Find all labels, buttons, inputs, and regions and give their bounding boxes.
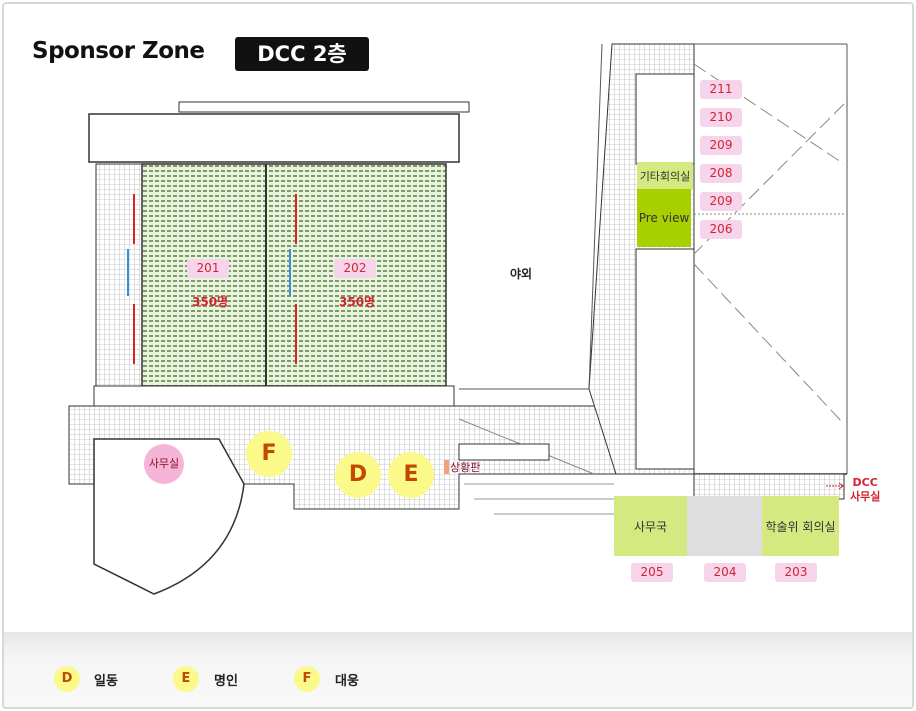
room-label-201: 201 — [187, 259, 229, 278]
top-walkway — [178, 101, 470, 113]
status-board-icon — [444, 460, 449, 474]
booth-d[interactable]: D — [335, 452, 381, 498]
floor-plan-drawing — [68, 43, 848, 595]
meeting-rooms-block — [635, 73, 695, 165]
legend-e-name: 명인 — [214, 674, 238, 689]
other-meeting-room: 기타회의실 — [637, 162, 693, 189]
dcc-office-line1: DCC — [852, 476, 878, 489]
room-label-204: 204 — [704, 563, 746, 582]
hall-202-capacity: 350명 — [339, 295, 376, 309]
bottom-corridor — [693, 473, 845, 500]
curved-building — [93, 438, 245, 595]
room-label-208: 208 — [700, 164, 742, 183]
room-label-209: 209 — [700, 136, 742, 155]
service-rooms-block — [635, 248, 695, 470]
room-label-203: 203 — [775, 563, 817, 582]
top-building — [88, 113, 460, 163]
legend-e-marker: E — [173, 666, 199, 692]
preview-room: Pre view — [637, 189, 691, 247]
lower-rooms-strip — [93, 385, 455, 407]
booth-e[interactable]: E — [388, 452, 434, 498]
status-board-label: 상황판 — [450, 461, 481, 474]
legend-f-marker: F — [294, 666, 320, 692]
legend: D 일동 E 명인 F 대웅 — [4, 632, 912, 707]
room-label-202: 202 — [334, 259, 376, 278]
stairs — [464, 483, 614, 515]
office-marker: 사무실 — [144, 444, 184, 484]
legend-f-name: 대웅 — [335, 674, 359, 689]
room-203-committee: 학술위 회의실 — [762, 496, 839, 556]
stage — [95, 163, 143, 387]
room-label-211: 211 — [700, 80, 742, 99]
outdoor-label: 야외 — [510, 267, 533, 281]
legend-d-name: 일동 — [94, 674, 118, 689]
legend-d-marker: D — [54, 666, 80, 692]
page-title: Sponsor Zone — [32, 38, 205, 64]
floor-badge: DCC 2층 — [235, 37, 369, 71]
hall-201-capacity: 350명 — [192, 295, 229, 309]
room-label-209b: 209 — [700, 192, 742, 211]
room-205-secretariat: 사무국 — [614, 496, 687, 556]
dcc-office-line2: 사무실 — [850, 490, 881, 503]
room-label-205: 205 — [631, 563, 673, 582]
dcc-office-label: DCC 사무실 — [850, 476, 880, 504]
outdoor-boundary — [459, 43, 603, 390]
room-label-206: 206 — [700, 220, 742, 239]
dcc-office-arrowhead-icon — [838, 482, 844, 490]
room-label-210: 210 — [700, 108, 742, 127]
escalator — [458, 443, 550, 461]
room-204 — [687, 496, 762, 556]
booth-f[interactable]: F — [246, 431, 292, 477]
